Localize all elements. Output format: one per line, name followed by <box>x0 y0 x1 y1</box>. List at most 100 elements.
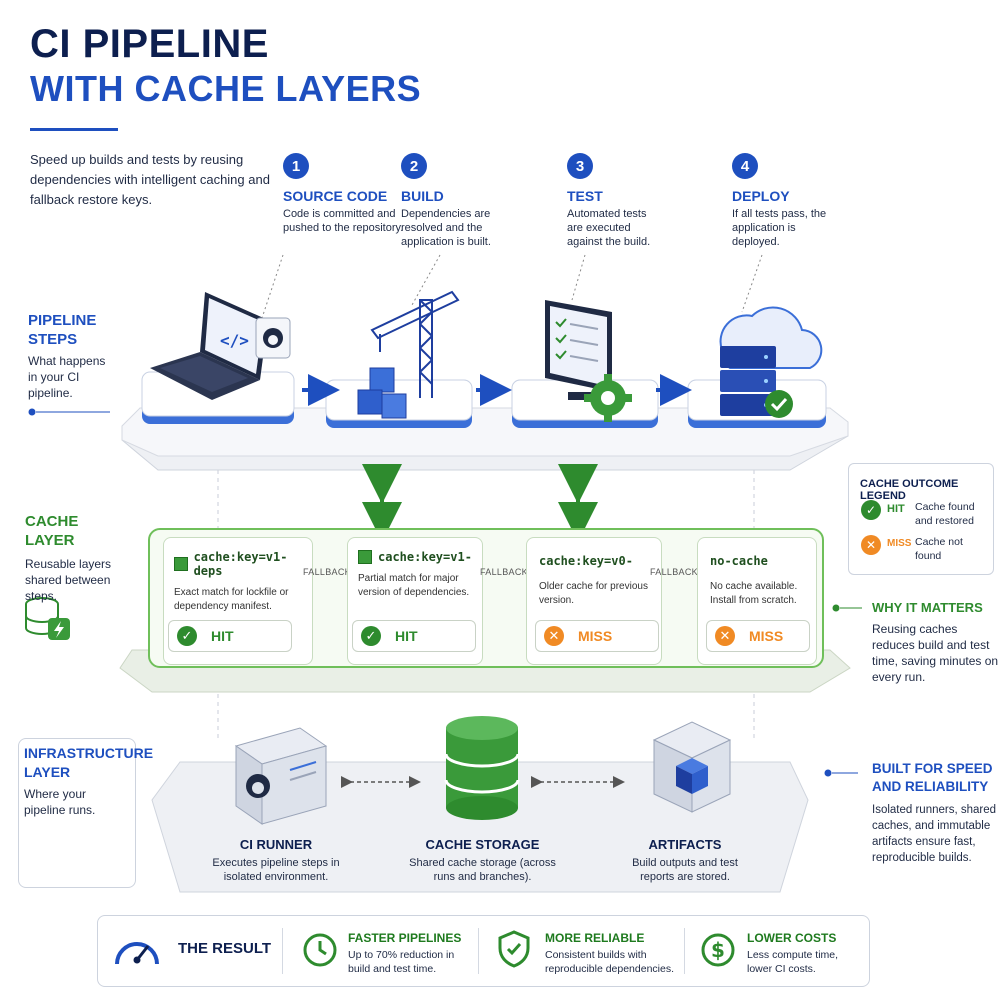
check-icon: ✓ <box>861 500 881 520</box>
fallback-label: FALLBACK <box>650 567 698 577</box>
result-costs: LOWER COSTS Less compute time, lower CI … <box>747 931 862 976</box>
result-bar <box>97 915 870 987</box>
server-icon <box>720 346 776 416</box>
page-title-line2: WITH CACHE LAYERS <box>30 68 422 109</box>
section-desc: What happens in your CI pipeline. <box>28 354 106 400</box>
cache-key: cache:key=v0- <box>539 554 633 568</box>
clock-icon <box>303 933 337 967</box>
infra-ci-runner: CI RUNNER Executes pipeline steps in iso… <box>205 837 347 884</box>
result-item-title: MORE RELIABLE <box>545 931 645 945</box>
status-pill: ✕ MISS <box>706 620 810 652</box>
result-item-title: LOWER COSTS <box>747 931 837 945</box>
step-desc: Dependencies are resolved and the applic… <box>401 208 491 248</box>
status-pill: ✓ HIT <box>168 620 292 652</box>
step-title: SOURCE CODE <box>283 188 388 204</box>
title-underline <box>30 128 118 131</box>
side-markers <box>28 408 862 777</box>
ci-runner-icon <box>234 727 328 825</box>
section-title: CACHE LAYER <box>25 513 79 549</box>
result-item-desc: Less compute time, lower CI costs. <box>747 949 839 975</box>
cube-icon <box>358 550 372 564</box>
cache-card-v1-deps: cache:key=v1-deps Exact match for lockfi… <box>163 537 313 665</box>
section-desc: Isolated runners, shared caches, and imm… <box>872 804 997 864</box>
result-item-title: FASTER PIPELINES <box>348 931 462 945</box>
gear-icon <box>584 374 632 422</box>
legend-item-hit: ✓ HIT Cache found and restored <box>861 500 981 528</box>
divider <box>684 928 685 974</box>
legend-desc: Cache found and restored <box>915 501 975 527</box>
cache-key: no-cache <box>710 554 768 568</box>
infra-title: ARTIFACTS <box>648 837 722 852</box>
step-4: 4 DEPLOY If all tests pass, the applicat… <box>732 153 827 249</box>
built-for-speed: BUILT FOR SPEED AND RELIABILITY Isolated… <box>872 760 1000 866</box>
cube-icon <box>174 557 188 571</box>
infrastructure-section <box>18 738 136 888</box>
shield-icon <box>498 930 530 968</box>
cache-key: cache:key=v1- <box>378 550 472 564</box>
step-number: 2 <box>401 153 427 179</box>
section-title: BUILT FOR SPEED AND RELIABILITY <box>872 761 993 794</box>
infra-title: CACHE STORAGE <box>425 837 540 852</box>
cubes-icon <box>357 367 407 419</box>
x-icon: ✕ <box>544 626 564 646</box>
step-desc: Code is committed and pushed to the repo… <box>283 208 404 234</box>
infra-title: CI RUNNER <box>239 837 313 852</box>
legend-desc: Cache not found <box>915 536 963 562</box>
x-icon: ✕ <box>715 626 735 646</box>
infra-desc: Build outputs and test reports are store… <box>632 857 738 883</box>
svg-text:$: $ <box>711 938 725 962</box>
page-title-line1: CI PIPELINE <box>30 22 269 66</box>
fallback-label: FALLBACK <box>303 567 351 577</box>
x-icon: ✕ <box>861 535 881 555</box>
cache-desc: Older cache for previous version. <box>539 581 648 606</box>
legend-title: CACHE OUTCOME LEGEND <box>860 478 959 502</box>
step-title: BUILD <box>401 188 444 204</box>
step-number: 1 <box>283 153 309 179</box>
result-reliable: MORE RELIABLE Consistent builds with rep… <box>545 931 680 976</box>
result-item-desc: Consistent builds with reproducible depe… <box>545 949 675 975</box>
lightning-badge-icon <box>48 618 70 640</box>
step-desc: Automated tests are executed against the… <box>567 208 651 248</box>
cache-card-v0: cache:key=v0- Older cache for previous v… <box>526 537 662 665</box>
section-title: WHY IT MATTERS <box>872 600 983 615</box>
guide-lines <box>217 470 755 740</box>
cache-key: cache:key=v1-deps <box>193 550 288 578</box>
step-number: 3 <box>567 153 593 179</box>
infra-desc: Executes pipeline steps in isolated envi… <box>212 857 340 883</box>
checkmark-badge-icon <box>765 390 793 418</box>
step-number: 4 <box>732 153 758 179</box>
status-label: HIT <box>395 628 418 644</box>
laptop-icon: </> <box>150 292 268 400</box>
leader-lines <box>261 254 763 319</box>
artifacts-icon <box>652 721 732 813</box>
status-label: MISS <box>749 628 784 644</box>
status-pill: ✓ HIT <box>352 620 476 652</box>
step-title: TEST <box>567 188 603 204</box>
infra-desc: Shared cache storage (across runs and br… <box>409 857 556 883</box>
infra-cache-storage: CACHE STORAGE Shared cache storage (acro… <box>405 837 560 884</box>
crane-icon <box>370 290 460 398</box>
result-faster: FASTER PIPELINES Up to 70% reduction in … <box>348 931 468 976</box>
monitor-icon <box>545 300 612 400</box>
section-title: PIPELINE STEPS <box>28 312 97 348</box>
cache-storage-icon <box>444 716 520 820</box>
divider <box>282 928 283 974</box>
why-it-matters: WHY IT MATTERS Reusing caches reduces bu… <box>872 600 1000 685</box>
cache-desc: Exact match for lockfile or dependency m… <box>174 587 289 612</box>
step-1: 1 SOURCE CODE Code is committed and push… <box>283 153 413 235</box>
legend-item-miss: ✕ MISS Cache not found <box>861 535 981 563</box>
check-icon: ✓ <box>177 626 197 646</box>
divider <box>478 928 479 974</box>
cache-card-v1: cache:key=v1- Partial match for major ve… <box>347 537 483 665</box>
section-desc: Where your pipeline runs. <box>24 787 96 817</box>
section-desc: Reusing caches reduces build and test ti… <box>872 622 999 684</box>
pipeline-steps-section: PIPELINE STEPS What happens in your CI p… <box>28 311 118 401</box>
infrastructure-text: INFRASTRUCTURE LAYER Where your pipeline… <box>24 744 153 818</box>
cache-desc: No cache available. Install from scratch… <box>710 581 798 606</box>
check-icon: ✓ <box>361 626 381 646</box>
status-pill: ✕ MISS <box>535 620 659 652</box>
svg-text:</>: </> <box>220 331 249 350</box>
step-3: 3 TEST Automated tests are executed agai… <box>567 153 662 249</box>
result-title: THE RESULT <box>178 940 272 957</box>
